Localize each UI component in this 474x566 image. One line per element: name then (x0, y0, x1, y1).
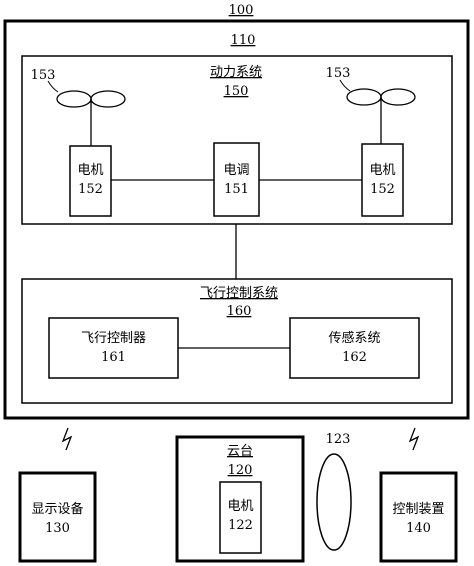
control-device-ref: 140 (406, 521, 431, 536)
power-system-ref: 150 (224, 84, 249, 99)
flight-control-system-ref: 160 (227, 304, 252, 319)
flight-control-system-label: 飞行控制系统 (200, 286, 278, 301)
camera-ref: 123 (326, 432, 351, 447)
motor-left-label: 电机 (77, 163, 103, 178)
propeller-right-icon (339, 79, 416, 144)
uav-ref-label: 110 (231, 33, 256, 48)
sensor-system-label: 传感系统 (328, 330, 380, 346)
flight-controller-box (48, 317, 179, 379)
gimbal-label: 云台 (227, 444, 253, 459)
sensor-system-box (289, 317, 420, 379)
motor-right-label: 电机 (369, 163, 395, 178)
control-device-label: 控制装置 (392, 502, 444, 517)
sensor-system-ref: 162 (342, 350, 367, 365)
flight-controller-ref: 161 (101, 350, 126, 365)
system-ref-label: 100 (229, 3, 254, 18)
motor-left-ref: 152 (78, 182, 103, 197)
propeller-right-ref: 153 (326, 66, 351, 81)
esc-box (213, 142, 260, 217)
power-system-label: 动力系统 (210, 65, 262, 80)
propeller-left-icon (47, 80, 126, 146)
esc-ref: 151 (224, 182, 249, 197)
display-device-ref: 130 (45, 521, 70, 536)
wireless-left-icon (61, 427, 73, 451)
gimbal-motor-ref: 122 (228, 518, 253, 533)
gimbal-motor-label: 电机 (227, 499, 253, 514)
camera-icon (316, 453, 352, 551)
motor-left-box (69, 145, 112, 217)
esc-label: 电调 (223, 163, 249, 178)
flight-controller-label: 飞行控制器 (81, 331, 146, 346)
wireless-right-icon (408, 427, 420, 451)
gimbal-ref: 120 (228, 463, 253, 478)
gimbal-motor-box (219, 481, 262, 554)
display-device-label: 显示设备 (31, 501, 83, 517)
motor-right-box (361, 143, 404, 217)
propeller-left-ref: 153 (31, 68, 56, 83)
control-device-box (379, 471, 458, 563)
display-device-box (18, 471, 97, 563)
motor-right-ref: 152 (370, 182, 395, 197)
